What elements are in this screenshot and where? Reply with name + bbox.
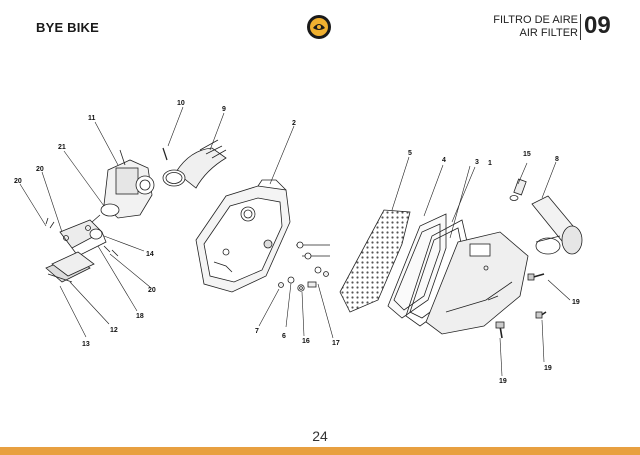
section-title-en: AIR FILTER [519,27,578,39]
reed-plates-drawing [45,251,95,283]
callout-15: 15 [523,151,531,158]
carburetor-drawing [91,149,155,223]
callout-20c: 20 [148,287,156,294]
callout-20a: 20 [14,178,22,185]
callout-5: 5 [408,150,412,157]
airbox-cover-drawing [425,231,529,335]
airbox-housing-drawing [195,179,291,293]
callout-8: 8 [555,156,559,163]
callout-10: 10 [177,100,185,107]
callout-4: 4 [442,157,446,164]
callout-18: 18 [136,313,144,320]
snorkel-tube-drawing [509,178,583,255]
title-divider [580,14,581,40]
callout-17: 17 [332,340,340,347]
page-number: 24 [312,428,328,444]
footer-bar [0,447,640,455]
section-number: 09 [584,12,611,39]
screws-19-drawing [495,273,547,339]
brand-logo-icon [307,15,331,39]
section-titles: FILTRO DE AIRE AIR FILTER [493,14,578,40]
callout-3: 3 [475,159,479,166]
callout-leader-lines [19,106,571,377]
callout-9: 9 [222,106,226,113]
callout-20b: 20 [36,166,44,173]
callout-1: 1 [488,160,492,167]
fasteners-drawing [278,241,330,292]
callout-6: 6 [282,333,286,340]
callout-14: 14 [146,251,154,258]
callout-11: 11 [88,115,96,122]
callout-2: 2 [292,120,296,127]
callout-21: 21 [58,144,66,151]
filter-frame-drawing [387,213,447,319]
callout-19c: 19 [499,378,507,385]
filter-mesh-drawing [339,209,411,313]
callout-16: 16 [302,338,310,345]
callout-7: 7 [255,328,259,335]
callout-labels: 1 2 3 4 5 6 7 8 9 10 11 12 13 14 15 16 1… [14,100,580,385]
callout-13: 13 [82,341,90,348]
intake-hose-drawing [162,139,227,189]
callout-19a: 19 [572,299,580,306]
callout-12: 12 [110,327,118,334]
callout-19b: 19 [544,365,552,372]
page-header: BYE BIKE FILTRO DE AIRE AIR FILTER 09 [0,0,640,60]
brand-name: BYE BIKE [36,20,100,35]
intake-manifold-drawing [45,217,119,257]
section-title-es: FILTRO DE AIRE [493,14,578,26]
